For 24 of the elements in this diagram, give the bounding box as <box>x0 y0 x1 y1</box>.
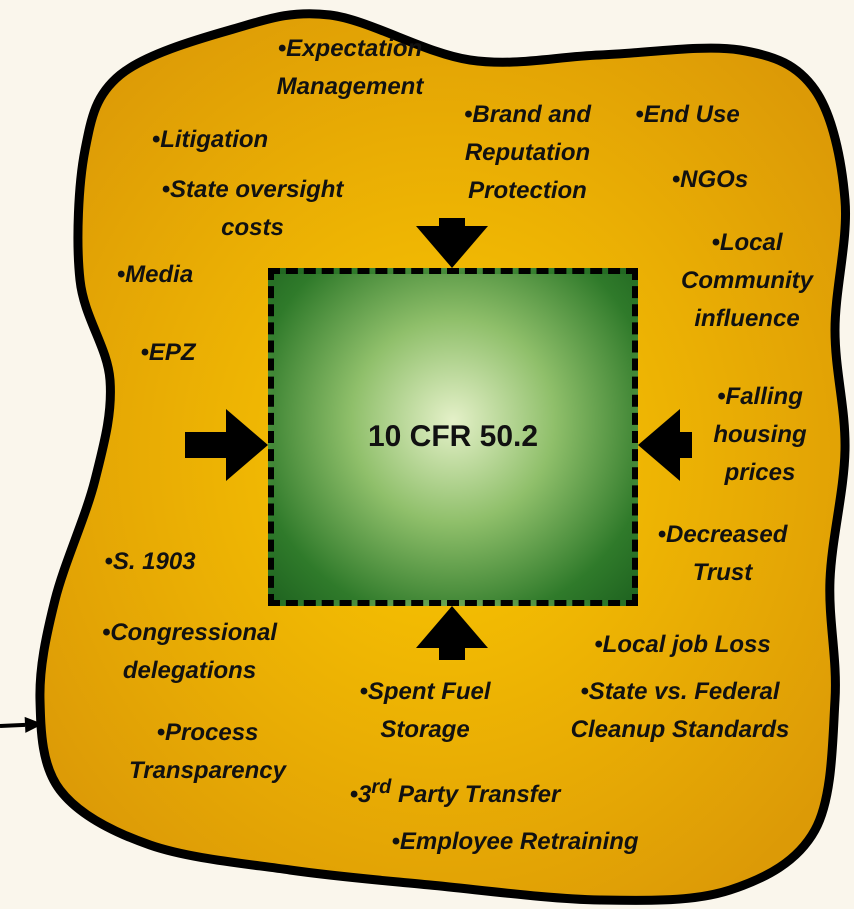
issue-label: •State oversight costs <box>160 175 346 243</box>
issue-label: •Spent Fuel Storage <box>358 677 492 745</box>
issue-label: •NGOs <box>670 165 750 195</box>
issue-label: •Media <box>116 260 194 290</box>
issue-label: •Process Transparency <box>128 718 288 786</box>
issue-label: •Employee Retraining <box>390 827 640 857</box>
issue-label: •Decreased Trust <box>656 520 789 588</box>
issue-label: •Falling housing prices <box>712 382 808 488</box>
regulation-box <box>268 268 638 606</box>
regulation-title: 10 CFR 50.2 <box>368 420 538 454</box>
arrow <box>185 409 268 481</box>
issue-label: •S. 1903 <box>103 547 197 577</box>
issue-label: •Congressional delegations <box>100 618 278 686</box>
issue-label: •State vs. Federal Cleanup Standards <box>570 677 790 745</box>
issue-label: •Local job Loss <box>593 630 772 660</box>
issue-label: •3$^{rd}$ Party Transfer <box>348 775 562 810</box>
arrow <box>416 218 488 268</box>
arrow <box>416 606 488 660</box>
issue-label: •Brand and Reputation Protection <box>462 100 592 206</box>
issue-label: •End Use <box>634 100 741 130</box>
arrow <box>638 409 692 481</box>
issue-label: •Litigation <box>150 125 270 155</box>
issue-label: •Local Community influence <box>680 228 815 334</box>
issue-label: •EPZ <box>139 338 198 368</box>
